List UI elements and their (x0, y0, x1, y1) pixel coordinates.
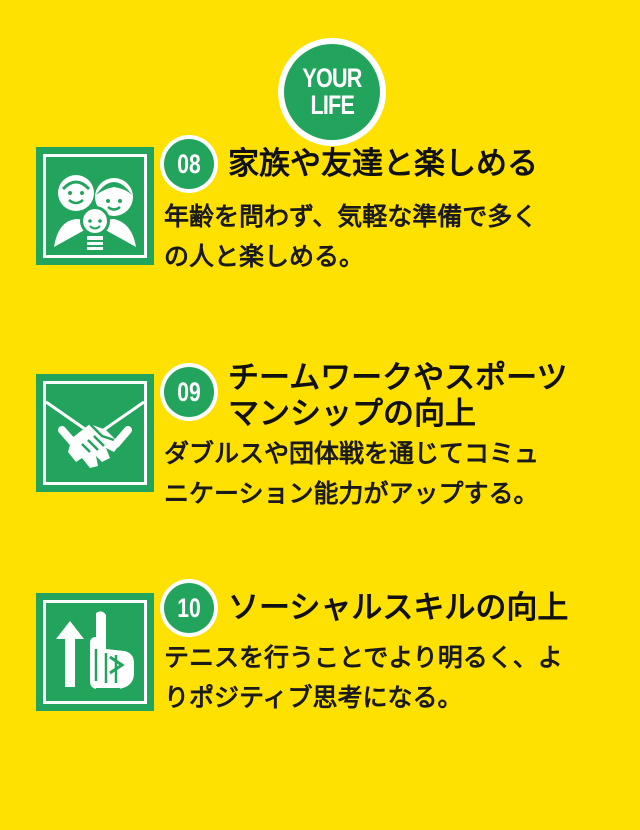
desc-08: 年齢を問わず、気軽な準備で多く の人と楽しめる。 (164, 197, 604, 277)
title-09-line1: チームワークやスポーツ (228, 360, 568, 396)
number-badge-09: 09 (160, 363, 218, 421)
title-09: チームワークやスポーツ マンシップの向上 (228, 360, 567, 432)
number-08: 08 (177, 148, 201, 179)
badge-line2: LIFE (310, 90, 354, 120)
your-life-badge: YOUR LIFE (278, 38, 386, 146)
desc-09-line1: ダブルスや団体戦を通じてコミュ (164, 439, 540, 468)
title-10: ソーシャルスキルの向上 (228, 590, 568, 626)
desc-10-line2: りポジティブ思考になる。 (164, 683, 463, 712)
desc-08-line1: 年齢を問わず、気軽な準備で多く (164, 202, 538, 231)
desc-09-line2: ニケーション能力がアップする。 (164, 479, 539, 508)
title-08-line1: 家族や友達と楽しめる (228, 146, 538, 182)
title-08: 家族や友達と楽しめる (228, 146, 538, 182)
desc-10-line1: テニスを行うことでより明るく、よ (164, 643, 563, 672)
badge-inner: YOUR LIFE (284, 44, 380, 140)
title-09-line2: マンシップの向上 (228, 396, 476, 432)
handshake-icon (36, 374, 154, 492)
number-badge-08: 08 (160, 135, 218, 193)
desc-08-line2: の人と楽しめる。 (164, 242, 365, 271)
number-10: 10 (177, 592, 201, 623)
desc-09: ダブルスや団体戦を通じてコミュ ニケーション能力がアップする。 (164, 434, 604, 514)
badge-line1: YOUR (302, 63, 362, 93)
family-icon (36, 147, 154, 265)
number-badge-10: 10 (160, 579, 218, 637)
number-09: 09 (177, 376, 201, 407)
pointing-up-hand-icon (36, 593, 154, 711)
title-10-line1: ソーシャルスキルの向上 (228, 590, 569, 626)
desc-10: テニスを行うことでより明るく、よ りポジティブ思考になる。 (164, 638, 604, 718)
